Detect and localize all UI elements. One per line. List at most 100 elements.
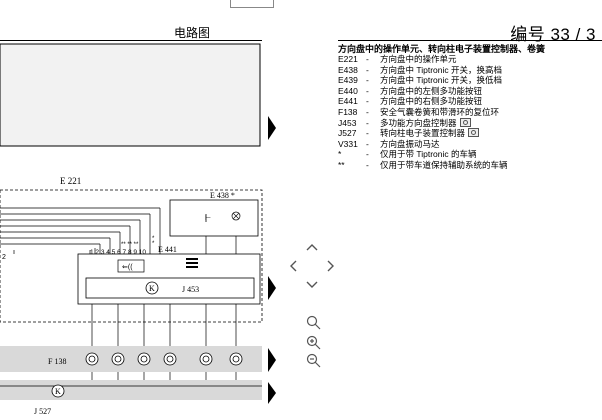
zoom-button[interactable] bbox=[305, 314, 323, 332]
f138-band bbox=[0, 346, 262, 372]
zoom-controls bbox=[306, 315, 321, 368]
nav-up-button[interactable] bbox=[307, 248, 319, 260]
nav-left-icon bbox=[290, 260, 297, 272]
label-f138: F 138 bbox=[48, 357, 66, 366]
legend-text: 方向盘中 Tiptronic 开关，换低档 bbox=[380, 75, 503, 86]
legend-row: ** -仅用于带车道保持辅助系统的车辆 bbox=[338, 160, 508, 171]
legend-code: E221 bbox=[338, 54, 358, 64]
continue-arrow-top bbox=[268, 116, 276, 140]
k-symbol-j453 bbox=[145, 281, 159, 295]
switch-symbol: ⊢ bbox=[205, 215, 211, 222]
zoom-in-button[interactable] bbox=[305, 334, 323, 352]
j453-connector bbox=[117, 259, 145, 273]
legend-dash: - bbox=[366, 96, 369, 107]
top-frame bbox=[230, 0, 274, 8]
wires-to-f138 bbox=[91, 304, 237, 352]
legend-dash: - bbox=[366, 117, 369, 128]
wire-bundle bbox=[0, 207, 161, 254]
nav-right-icon bbox=[327, 260, 334, 272]
k-symbol-j527 bbox=[51, 384, 65, 398]
legend-dash: - bbox=[366, 106, 369, 117]
page-navigation bbox=[290, 244, 334, 288]
j453-inner-box bbox=[85, 277, 255, 299]
legend-code: ** bbox=[338, 159, 345, 170]
legend-code: J453 bbox=[338, 117, 357, 128]
legend-code: E438 bbox=[338, 64, 358, 75]
document-number: 编号 33 / 3 bbox=[510, 25, 596, 44]
legend-text: 仅用于带 Tiptronic 的车辆 bbox=[380, 149, 477, 160]
legend-row: J453-多功能方向盘控制器 bbox=[338, 117, 508, 129]
nav-down-icon bbox=[306, 281, 318, 288]
header-divider-right bbox=[338, 40, 602, 41]
camera-icon[interactable] bbox=[459, 117, 471, 127]
legend-code: * bbox=[338, 149, 342, 160]
legend-row: E438-方向盘中 Tiptronic 开关，换高档 bbox=[338, 65, 508, 76]
pin-star-10: * bbox=[152, 236, 155, 242]
pin-star-10b: * bbox=[152, 241, 155, 247]
lamp-symbol bbox=[231, 211, 241, 221]
e221-dashed-box bbox=[0, 189, 263, 323]
circuit-diagram: E 221 2 E 438 * ⊢ 1 2 3 4 5 6 7 8 9 10 *… bbox=[0, 43, 276, 416]
zoom-in-icon bbox=[306, 335, 321, 350]
legend-row: E440-方向盘中的左侧多功能按钮 bbox=[338, 86, 508, 97]
pin-numbers: 1 2 3 4 5 6 7 8 9 10 bbox=[90, 249, 146, 256]
zoom-out-icon bbox=[306, 353, 321, 368]
legend-row: E441-方向盘中的右侧多功能按钮 bbox=[338, 96, 508, 107]
k-label-j453: K bbox=[149, 284, 155, 293]
f138-coil-symbols bbox=[85, 352, 243, 366]
page-title: 电路图 bbox=[174, 26, 211, 40]
legend-code: F138 bbox=[338, 106, 358, 117]
legend-code: E439 bbox=[338, 75, 358, 86]
nav-down-button[interactable] bbox=[307, 281, 319, 293]
legend-text: 安全气囊卷簧和带滑环的复位环 bbox=[380, 106, 500, 117]
legend-title: 方向盘中的操作单元、转向柱电子装置控制器、卷簧 bbox=[338, 44, 546, 54]
legend-row: F138-安全气囊卷簧和带滑环的复位环 bbox=[338, 107, 508, 118]
legend-text: 仅用于带车道保持辅助系统的车辆 bbox=[380, 159, 508, 170]
legend-code: E440 bbox=[338, 85, 358, 96]
legend-row: J527-转向柱电子装置控制器 bbox=[338, 128, 508, 139]
legend-row: E221- 方向盘中的操作单元 bbox=[338, 54, 508, 65]
legend-dash: - bbox=[366, 149, 369, 160]
legend-dash: - bbox=[366, 138, 369, 149]
pin-label-2: 2 bbox=[2, 254, 6, 261]
legend-dash: - bbox=[366, 85, 369, 96]
label-e438: E 438 * bbox=[210, 191, 235, 200]
legend-text: 方向盘中的操作单元 bbox=[380, 54, 457, 64]
legend-text: 方向盘中的左侧多功能按钮 bbox=[380, 85, 483, 96]
nav-right-button[interactable] bbox=[326, 262, 338, 274]
nav-left-button[interactable] bbox=[289, 262, 301, 274]
previous-page-panel bbox=[0, 43, 261, 147]
zoom-icon bbox=[306, 315, 321, 330]
legend-code: J527 bbox=[338, 128, 357, 139]
label-j527: J 527 bbox=[34, 407, 51, 416]
k-label-j527: K bbox=[55, 387, 61, 396]
legend-text: 多功能方向盘控制器 bbox=[380, 117, 457, 128]
legend-dash: - bbox=[366, 159, 369, 170]
legend-code: V331 bbox=[338, 138, 358, 149]
legend-dash: - bbox=[366, 128, 369, 139]
header-divider bbox=[0, 40, 262, 41]
legend-dash: - bbox=[366, 64, 369, 75]
pin-stars: ** ** ** bbox=[121, 242, 139, 248]
continue-arrow-j527 bbox=[268, 382, 276, 404]
vibration-motor-icon bbox=[186, 258, 198, 268]
label-e441: E 441 bbox=[158, 245, 177, 254]
legend-code: E441 bbox=[338, 96, 358, 107]
legend-row: V331-方向盘振动马达 bbox=[338, 139, 508, 150]
continue-arrow-middle bbox=[268, 276, 276, 300]
legend-text: 方向盘中 Tiptronic 开关，换高档 bbox=[380, 64, 503, 75]
e438-box bbox=[169, 199, 259, 237]
j453-arrow-icon: ⇐(( bbox=[122, 264, 133, 271]
legend-dash: - bbox=[366, 75, 369, 86]
label-j453: J 453 bbox=[182, 285, 199, 294]
j527-band bbox=[0, 380, 262, 400]
legend-dash: - bbox=[366, 54, 369, 64]
continue-arrow-f138 bbox=[268, 348, 276, 372]
label-e221: E 221 bbox=[60, 176, 81, 186]
legend-text: 方向盘中的右侧多功能按钮 bbox=[380, 96, 483, 107]
camera-icon[interactable] bbox=[468, 128, 480, 138]
legend-row: * -仅用于带 Tiptronic 的车辆 bbox=[338, 149, 508, 160]
nav-up-icon bbox=[306, 244, 318, 251]
zoom-out-button[interactable] bbox=[305, 352, 323, 370]
